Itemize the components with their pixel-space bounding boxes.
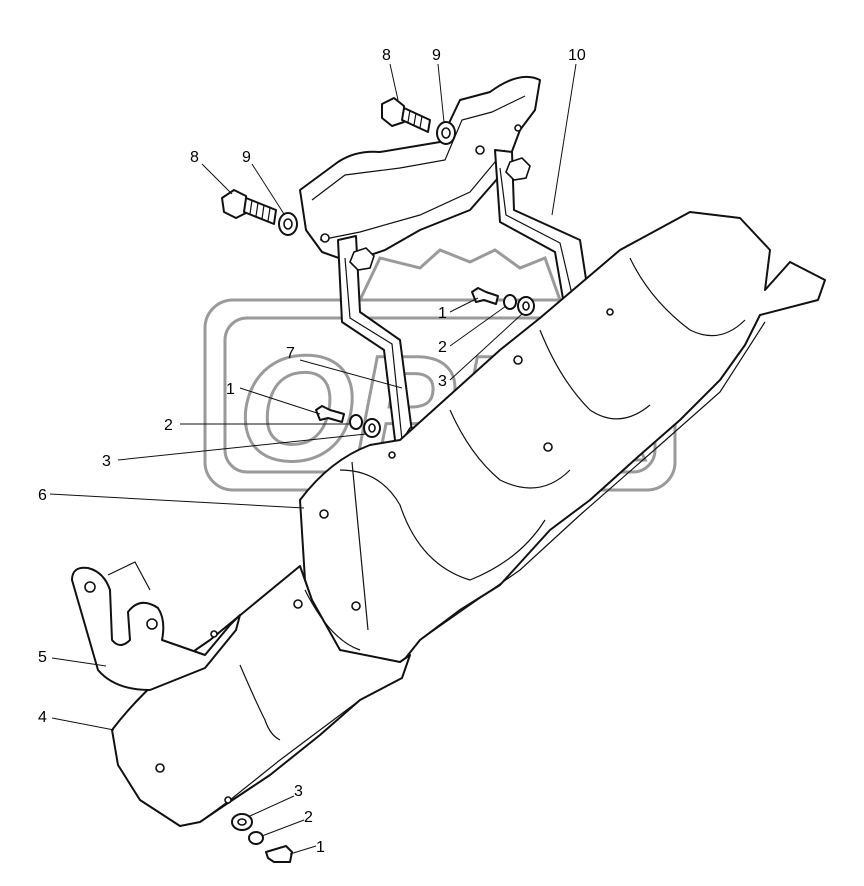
shield-lower (111, 565, 411, 827)
callout-2-bottom: 2 (304, 809, 313, 826)
callout-3-left: 3 (102, 453, 111, 470)
mounting-bracket-top (299, 76, 541, 263)
callout-7: 7 (286, 345, 295, 362)
shield-upper (299, 211, 826, 666)
bolt-set-middle (471, 287, 535, 316)
callout-1-bottom: 1 (316, 839, 325, 856)
callout-6: 6 (38, 487, 47, 504)
callout-3-bottom: 3 (294, 783, 303, 800)
bolt-set-bottom (231, 813, 293, 863)
callout-2-left: 2 (164, 417, 173, 434)
callout-8-left: 8 (190, 149, 199, 166)
bolt-8-lower (221, 189, 277, 225)
bolt-set-left (315, 405, 381, 438)
callout-9-top: 9 (432, 47, 441, 64)
bolt-8-upper (381, 97, 431, 133)
callout-4: 4 (38, 709, 47, 726)
clamp (71, 561, 241, 691)
callout-5: 5 (38, 649, 47, 666)
washer-9-upper-hole (441, 127, 451, 139)
callout-1-mid: 1 (438, 305, 447, 322)
callout-3-mid: 3 (438, 373, 447, 390)
leader-lines (49, 63, 577, 855)
callout-2-mid: 2 (438, 339, 447, 356)
callout-8-top: 8 (382, 47, 391, 64)
washer-9-lower-hole (283, 218, 293, 230)
callout-labels: 8 9 10 8 9 1 2 7 3 1 2 3 6 5 4 3 2 1 (38, 47, 586, 856)
callout-10: 10 (568, 47, 586, 64)
callout-9-left: 9 (242, 149, 251, 166)
callout-1-left: 1 (226, 381, 235, 398)
